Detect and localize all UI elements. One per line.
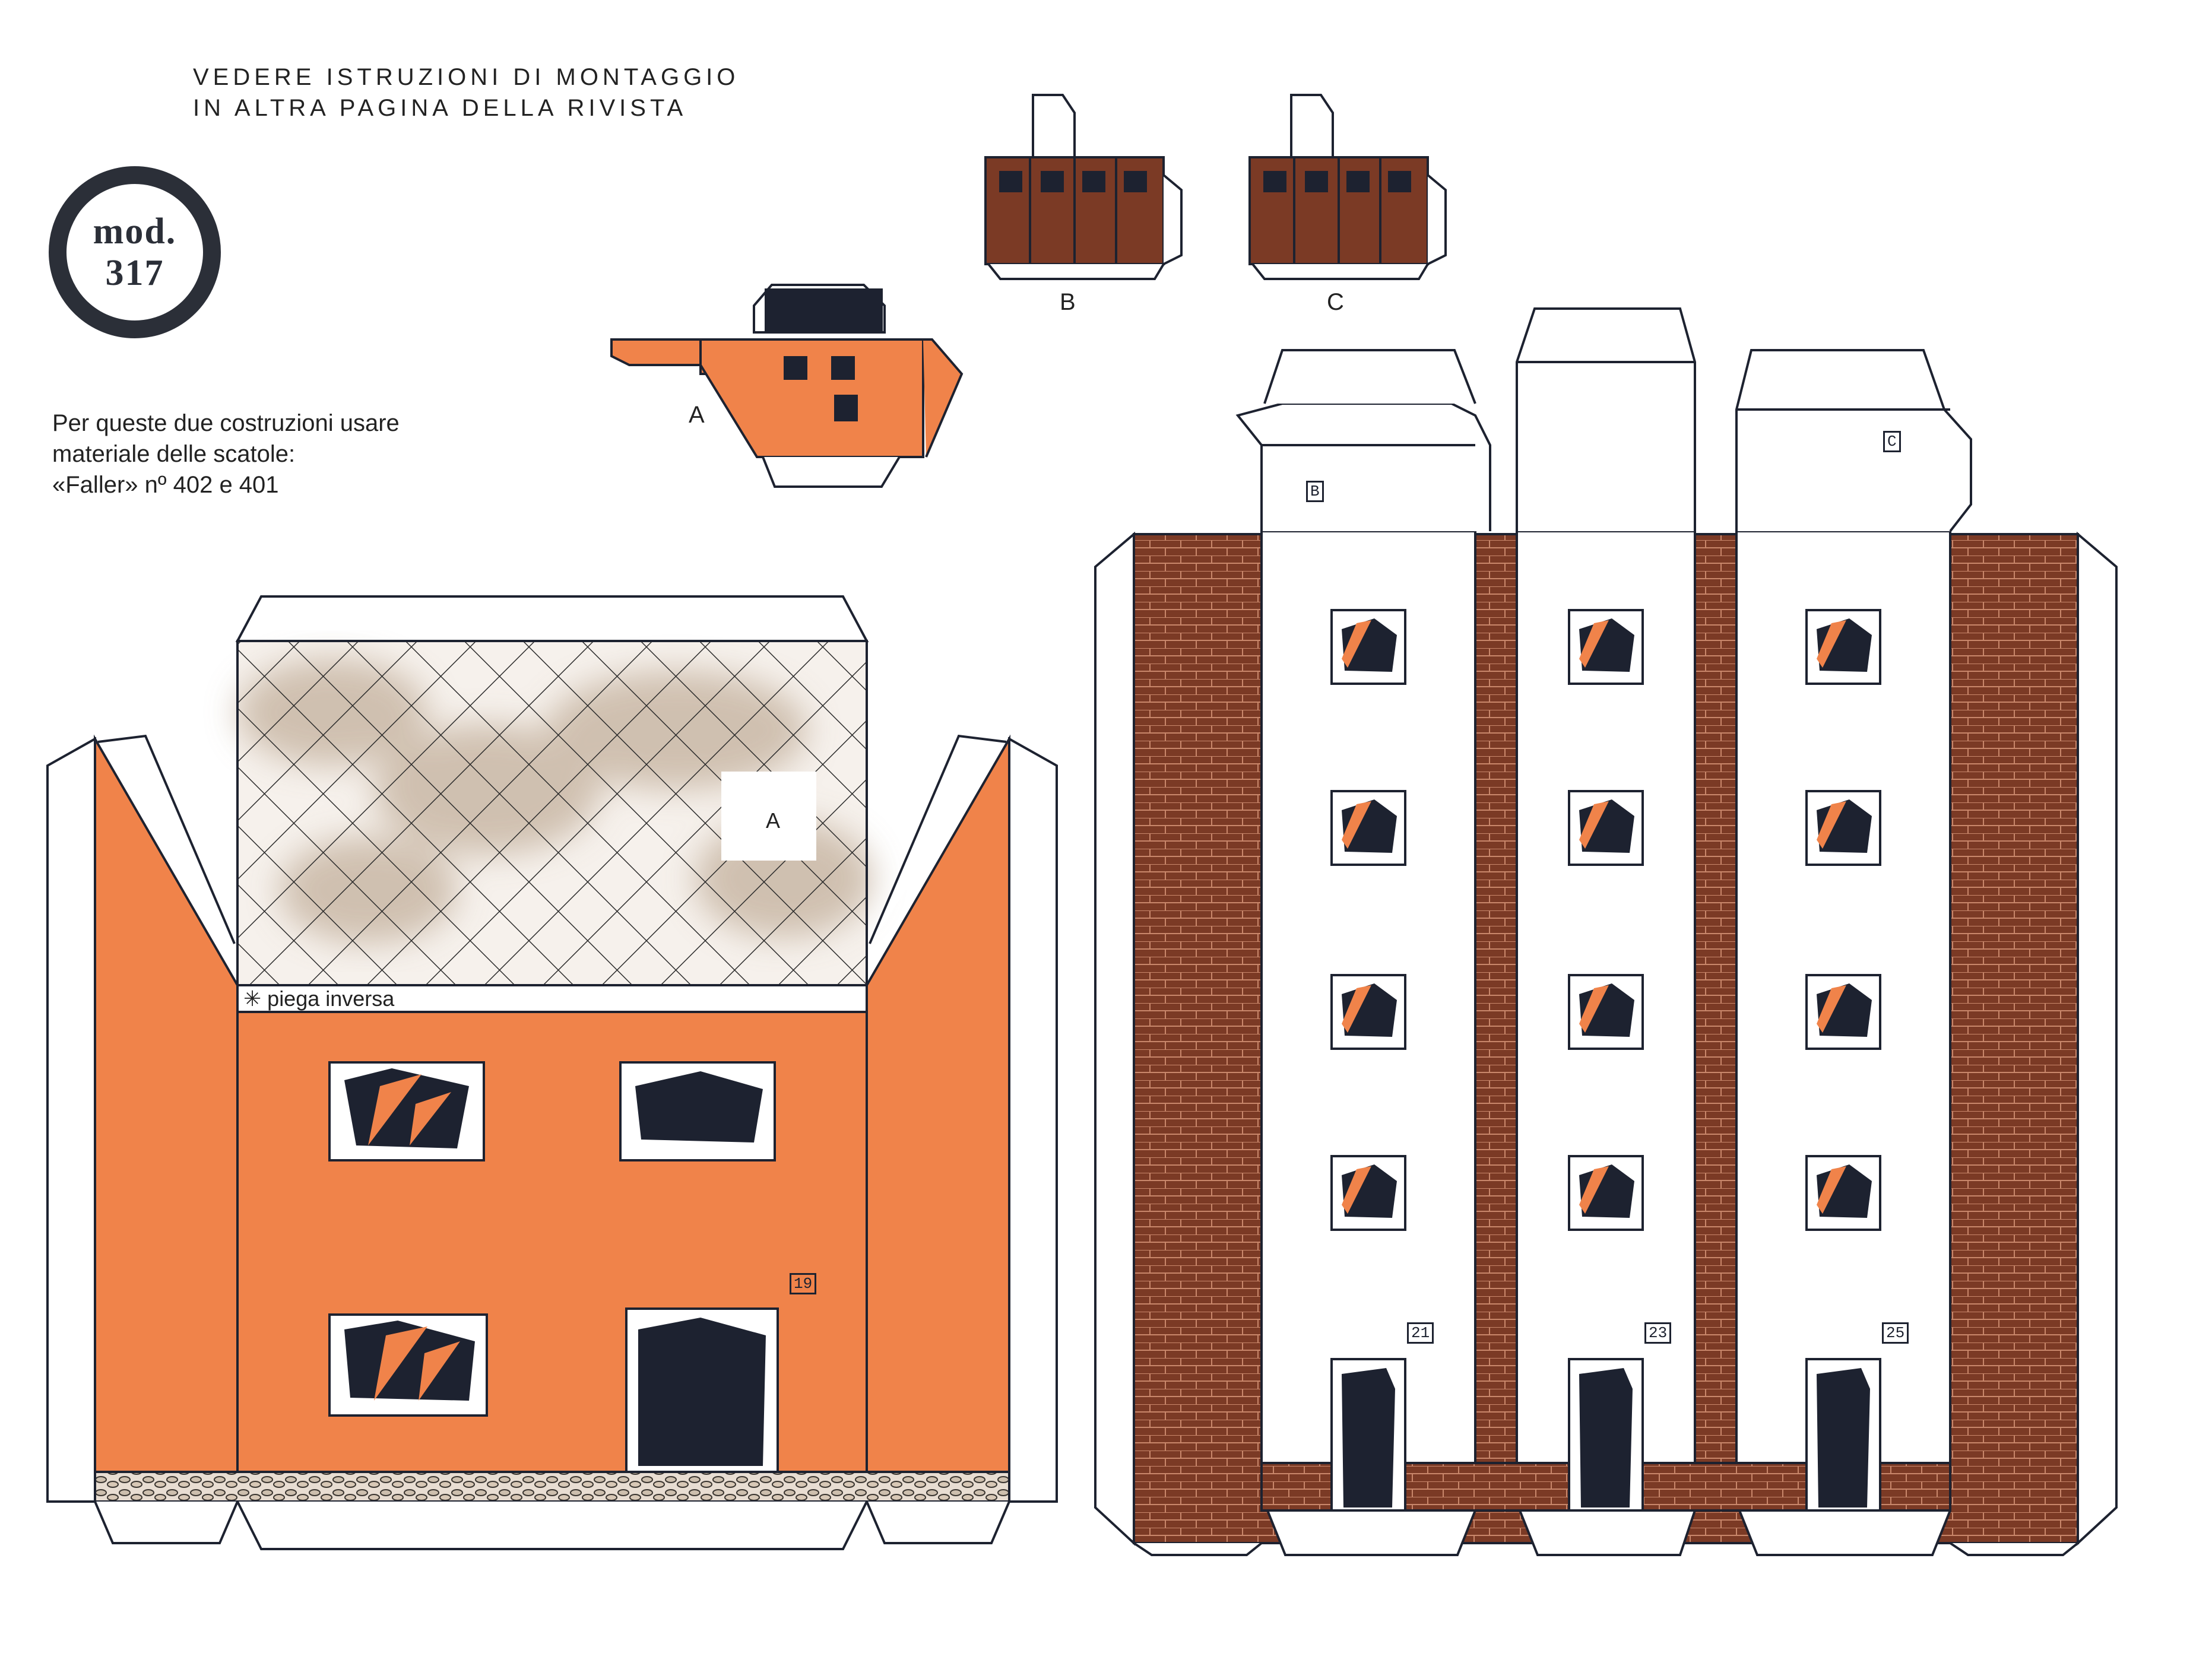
tower-window <box>1568 1155 1644 1231</box>
chimney-part-b <box>984 94 1183 280</box>
badge-line-2: 317 <box>105 253 164 293</box>
tower-doors <box>1330 1358 1881 1512</box>
roof-label: A <box>766 808 780 833</box>
tower-window <box>1805 1155 1881 1231</box>
header-line-2: IN ALTRA PAGINA DELLA RIVISTA <box>193 95 687 121</box>
tower-window <box>1568 974 1644 1050</box>
model-badge: mod. 317 <box>49 166 221 338</box>
tower-window <box>1330 1155 1406 1231</box>
fold-note: ✳ piega inversa <box>243 986 395 1011</box>
tower-window <box>1805 609 1881 685</box>
tower-window <box>1568 609 1644 685</box>
chimney-a-label: A <box>689 402 705 428</box>
tower-window <box>1330 974 1406 1050</box>
tower-window <box>1330 609 1406 685</box>
tower-door <box>1330 1358 1406 1512</box>
materials-note-line-2: materiale delle scatole: <box>52 441 296 467</box>
tower-c-tag: C <box>1883 431 1901 452</box>
materials-note-line-3: «Faller» nº 402 e 401 <box>52 472 279 498</box>
materials-note-line-1: Per queste due costruzioni usare <box>52 410 400 436</box>
tower-window <box>1805 974 1881 1050</box>
chimney-b-label: B <box>1060 289 1076 315</box>
tower-door <box>1805 1358 1881 1512</box>
chimney-part-a <box>610 284 964 488</box>
badge-line-1: mod. <box>93 211 177 252</box>
chimney-part-c <box>1248 94 1447 280</box>
tower-window <box>1330 790 1406 866</box>
tower-3-number: 25 <box>1882 1322 1909 1344</box>
tower-window <box>1568 790 1644 866</box>
tower-1-number: 21 <box>1407 1322 1434 1344</box>
towers-part-b-c <box>1094 307 2118 1556</box>
house-part-a <box>46 595 1058 1550</box>
tower-windows <box>1330 609 1881 1231</box>
tower-2-number: 23 <box>1644 1322 1672 1344</box>
house-number: 19 <box>790 1273 817 1294</box>
chimney-c-label: C <box>1327 289 1344 315</box>
header-line-1: VEDERE ISTRUZIONI DI MONTAGGIO <box>193 64 740 90</box>
tower-window <box>1805 790 1881 866</box>
tower-b-tag: B <box>1306 481 1324 502</box>
tower-door <box>1568 1358 1644 1512</box>
